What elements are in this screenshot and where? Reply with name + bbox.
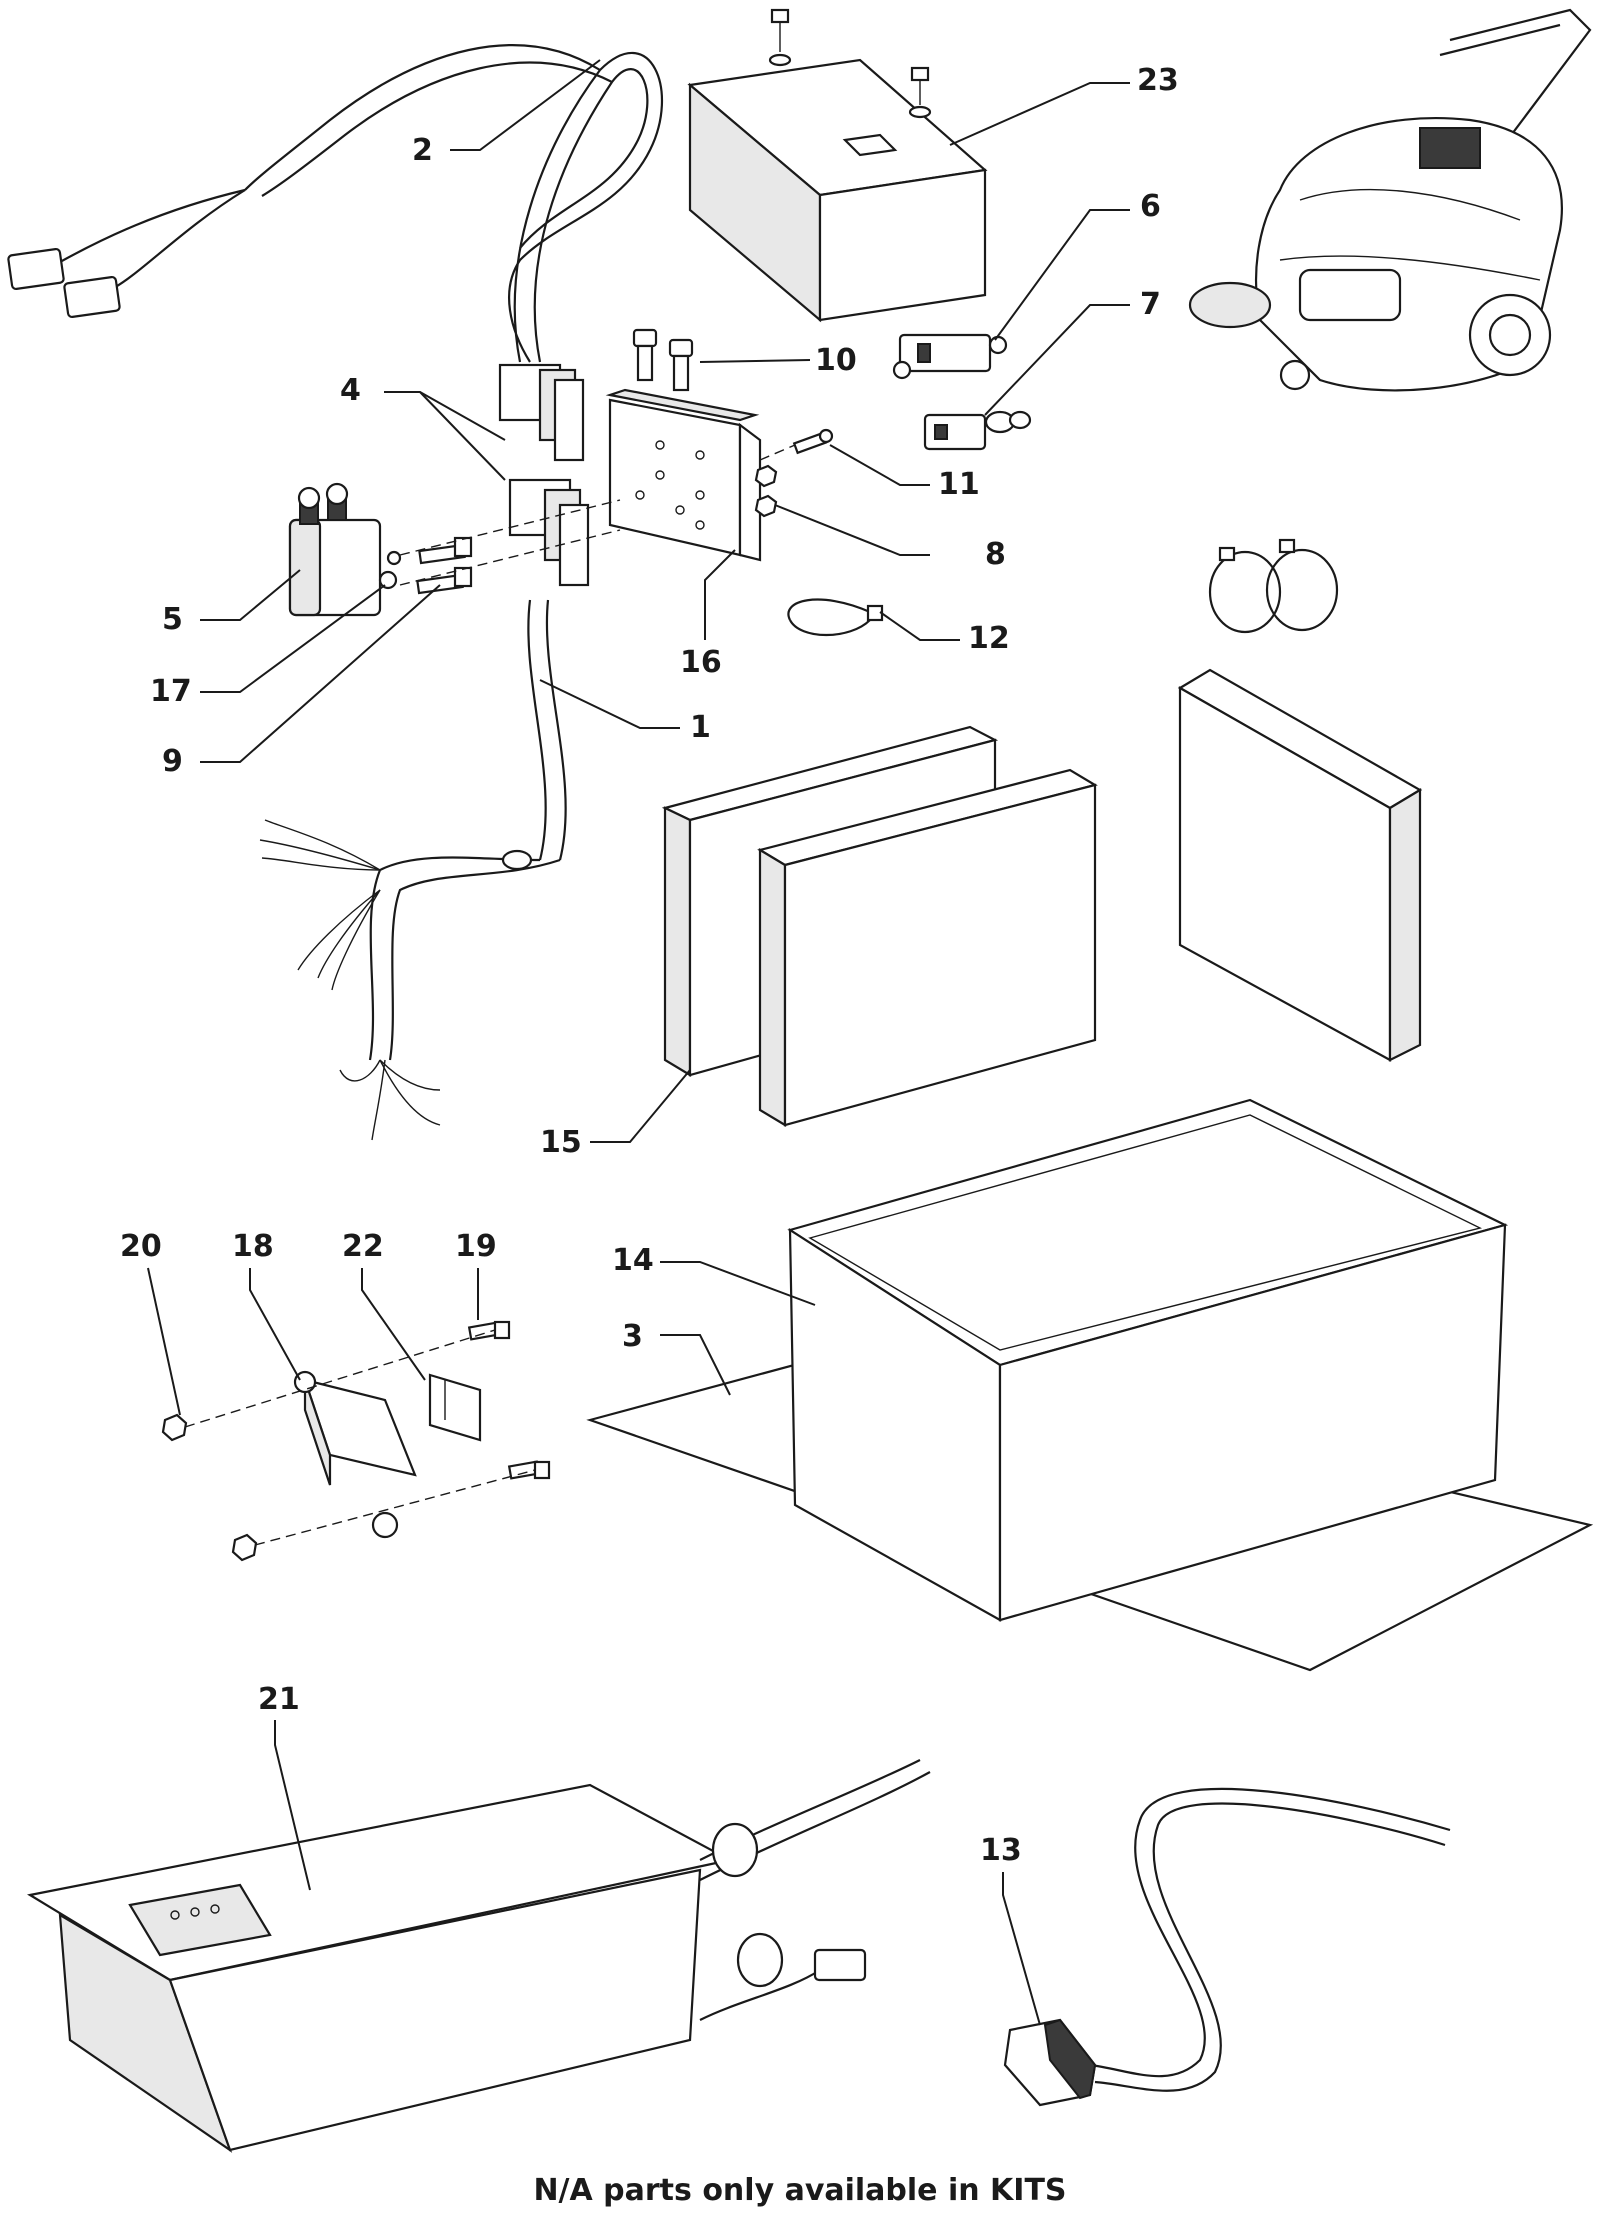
callout-label: 12 bbox=[968, 621, 1010, 656]
part-16-mounting-plate bbox=[605, 328, 762, 562]
callout-label: 15 bbox=[540, 1125, 582, 1160]
part-7-switch bbox=[923, 410, 1032, 451]
callout-label: 6 bbox=[1140, 189, 1161, 224]
callout-label: 11 bbox=[938, 467, 980, 502]
part-1-main-harness bbox=[259, 599, 567, 1141]
callout-label: 20 bbox=[120, 1229, 162, 1264]
callout-leaders bbox=[147, 59, 1130, 2026]
part-17-washer bbox=[378, 550, 402, 590]
battery-clamps bbox=[1208, 538, 1339, 634]
callout-label: 9 bbox=[162, 744, 183, 779]
part-9-bolts bbox=[416, 536, 473, 595]
callout-label: 23 bbox=[1137, 63, 1179, 98]
callout-label: 19 bbox=[455, 1229, 497, 1264]
part-11-screw bbox=[759, 428, 834, 461]
part-14-battery-tray bbox=[787, 1098, 1509, 1622]
part-13-power-cord bbox=[1003, 1787, 1451, 2107]
callout-label: 18 bbox=[232, 1229, 274, 1264]
callout-label: 13 bbox=[980, 1833, 1022, 1868]
callout-label: 8 bbox=[985, 537, 1006, 572]
kits-footnote: N/A parts only available in KITS bbox=[533, 2173, 1067, 2208]
part-2-cable-harness bbox=[7, 44, 664, 363]
part-21-charger bbox=[27, 1759, 931, 2153]
callout-label: 5 bbox=[162, 602, 183, 637]
callout-label: 7 bbox=[1140, 287, 1161, 322]
part-23-cover bbox=[687, 8, 988, 323]
part-8-nuts bbox=[754, 464, 778, 518]
part-19-bolts bbox=[467, 1320, 551, 1480]
callout-label: 10 bbox=[815, 343, 857, 378]
part-20-nuts bbox=[161, 1413, 258, 1562]
callout-label: 1 bbox=[690, 710, 711, 745]
part-5-solenoid bbox=[288, 482, 382, 617]
callout-label: 21 bbox=[258, 1682, 300, 1717]
part-6-breaker bbox=[892, 333, 1008, 380]
callout-label: 17 bbox=[150, 674, 192, 709]
callout-label: 14 bbox=[612, 1243, 654, 1278]
part-12-strap bbox=[787, 598, 884, 636]
callout-label: 16 bbox=[680, 645, 722, 680]
part-15-foam-pads bbox=[661, 668, 1423, 1127]
callout-label: 2 bbox=[412, 133, 433, 168]
part-4-connectors bbox=[498, 363, 590, 587]
callout-label: 22 bbox=[342, 1229, 384, 1264]
part-22-bracket bbox=[428, 1373, 482, 1442]
sweeper-machine-illustration bbox=[1188, 8, 1592, 392]
part-18-sensor bbox=[293, 1370, 417, 1539]
callout-label: 3 bbox=[622, 1319, 643, 1354]
callout-label: 4 bbox=[340, 373, 361, 408]
